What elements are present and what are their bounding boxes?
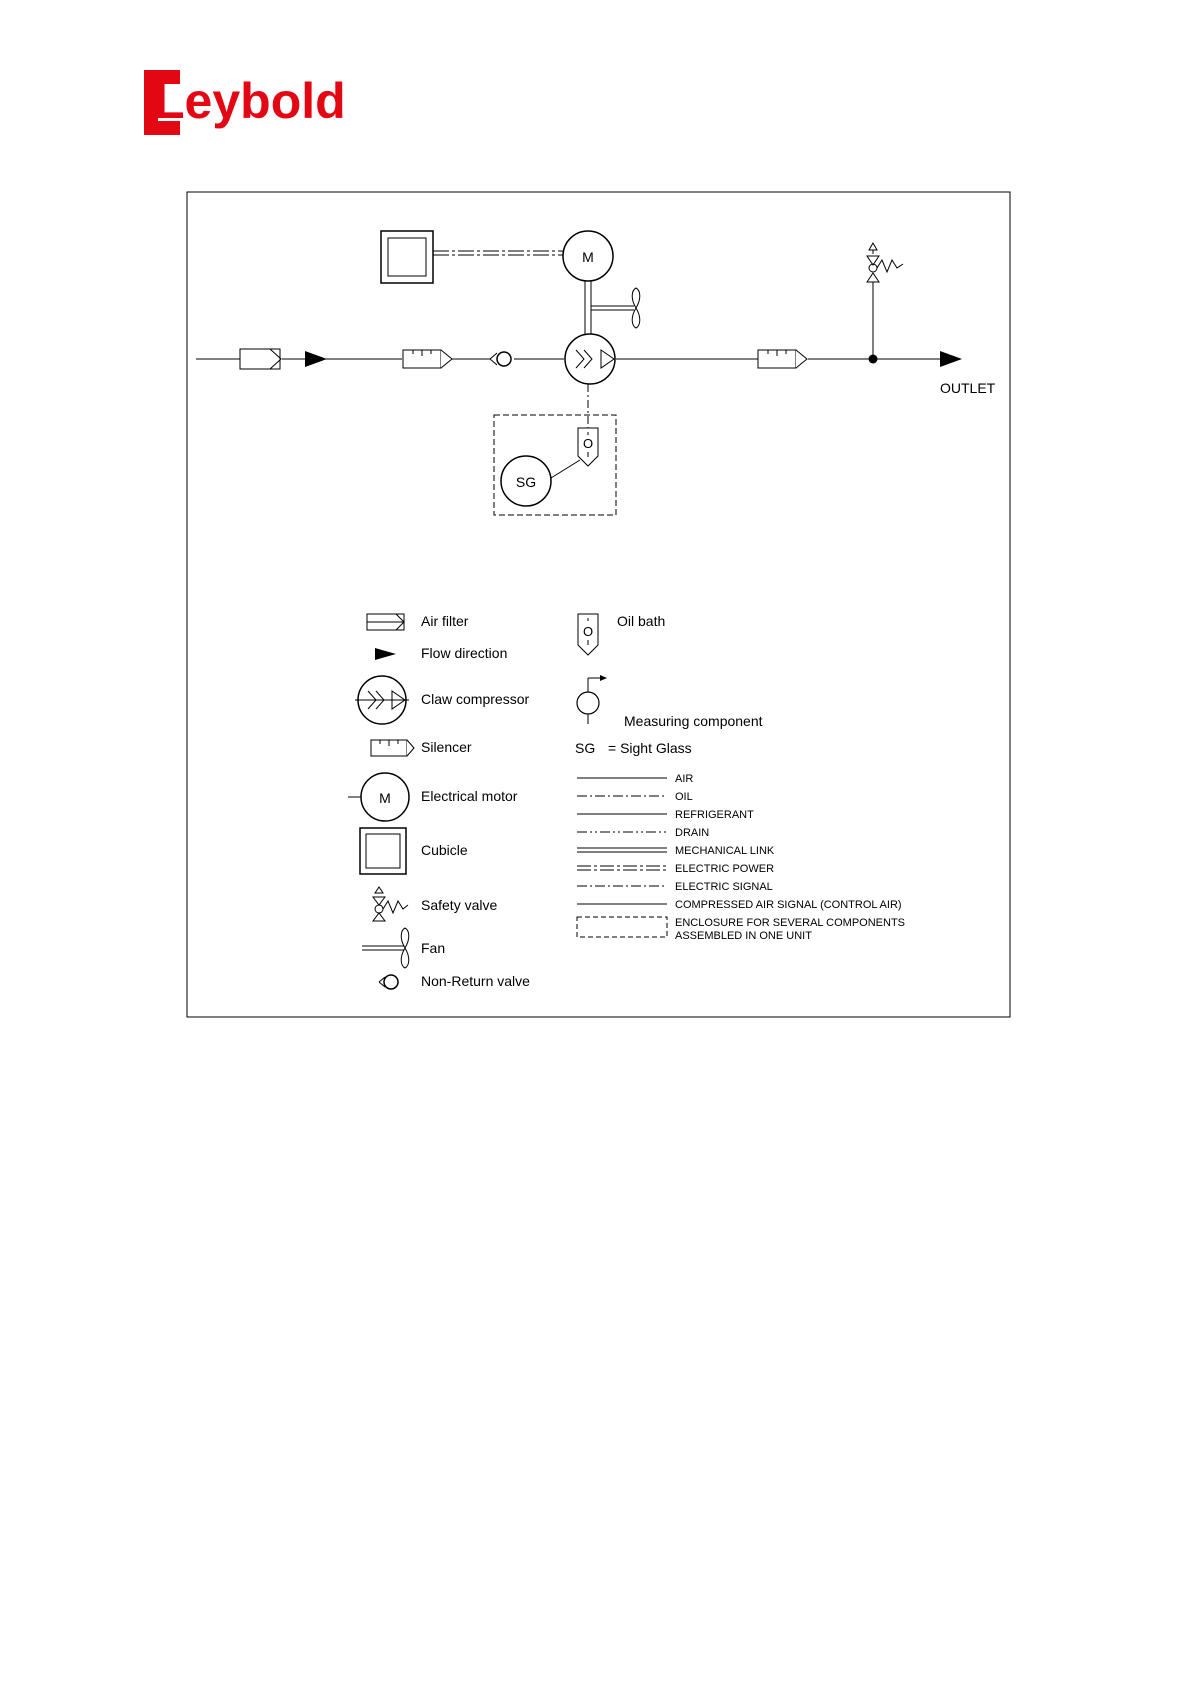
non-return-valve-icon <box>489 351 512 367</box>
oil-bath-icon: O <box>577 427 599 467</box>
logo-wordmark: Leybold <box>154 73 346 129</box>
legend-measuring-component-label: Measuring component <box>624 713 763 729</box>
legend-claw-compressor-label: Claw compressor <box>421 691 529 707</box>
legend-non-return-valve-label: Non-Return valve <box>421 973 530 989</box>
diagram-frame <box>186 191 1011 1018</box>
sight-glass-icon: SG <box>500 455 552 507</box>
legend-oil-bath-icon: O <box>577 613 599 656</box>
legend-silencer-label: Silencer <box>421 739 472 755</box>
legend-enclosure-label-2: ASSEMBLED IN ONE UNIT <box>675 930 812 942</box>
claw-compressor-icon <box>564 333 616 385</box>
legend-electric-power-line <box>577 865 667 871</box>
legend-claw-compressor-icon <box>355 675 409 725</box>
legend-refrigerant-label: REFRIGERANT <box>675 809 754 821</box>
safety-valve-icon <box>866 241 904 283</box>
legend-oil-bath-label: Oil bath <box>617 613 665 629</box>
legend-electric-signal-label: ELECTRIC SIGNAL <box>675 881 773 893</box>
legend-oil-label: OIL <box>675 791 693 803</box>
legend-safety-valve-label: Safety valve <box>421 897 497 913</box>
legend-cubicle-icon <box>359 827 407 875</box>
motor-letter: M <box>582 249 594 265</box>
fan-icon <box>591 287 641 329</box>
legend-enclosure-box <box>576 916 668 938</box>
legend-electrical-motor-icon: M <box>348 772 410 822</box>
outlet-arrow-icon <box>940 351 962 367</box>
outlet-silencer-icon <box>757 349 808 369</box>
legend-compressed-air-label: COMPRESSED AIR SIGNAL (CONTROL AIR) <box>675 899 902 911</box>
leybold-logo: Leybold <box>144 70 346 135</box>
sight-glass-label: SG <box>516 474 536 490</box>
legend-cubicle-label: Cubicle <box>421 842 468 858</box>
legend-air-label: AIR <box>675 773 693 785</box>
electric-power-line <box>433 250 563 256</box>
legend-drain-label: DRAIN <box>675 827 709 839</box>
logo-bracket-icon <box>144 70 180 135</box>
legend-safety-valve-icon <box>372 886 409 922</box>
inlet-silencer-icon <box>402 349 453 369</box>
legend-electrical-motor-label: Electrical motor <box>421 788 518 804</box>
sight-glass-link <box>550 459 581 479</box>
legend-air-filter-label: Air filter <box>421 613 469 629</box>
legend-measuring-component-icon <box>576 675 607 724</box>
cubicle-icon <box>380 230 434 284</box>
legend-air-filter-icon <box>366 613 405 631</box>
electrical-motor-icon: M <box>562 230 614 282</box>
oil-bath-letter: O <box>583 436 593 451</box>
legend-mechanical-link-line <box>577 847 667 853</box>
legend-sg-abbr: SG <box>575 740 595 756</box>
legend-enclosure-label-1: ENCLOSURE FOR SEVERAL COMPONENTS <box>675 917 905 929</box>
legend-fan-label: Fan <box>421 940 445 956</box>
legend-fan-icon <box>362 927 410 969</box>
legend: Air filter Flow direction Claw compresso… <box>348 613 905 990</box>
legend-sg-definition: = Sight Glass <box>608 740 692 756</box>
legend-electric-power-label: ELECTRIC POWER <box>675 863 774 875</box>
enclosure-box <box>493 414 617 516</box>
outlet-label: OUTLET <box>940 380 996 396</box>
legend-mechanical-link-label: MECHANICAL LINK <box>675 845 775 857</box>
legend-silencer-icon <box>370 739 415 757</box>
legend-oil-bath-letter: O <box>583 624 593 639</box>
legend-flow-direction-icon <box>375 648 396 660</box>
legend-flow-direction-label: Flow direction <box>421 645 507 661</box>
flow-direction-arrow-icon <box>305 351 327 367</box>
inlet-air-filter-icon <box>239 348 282 370</box>
legend-motor-letter: M <box>379 790 391 806</box>
legend-non-return-valve-icon <box>378 974 399 990</box>
